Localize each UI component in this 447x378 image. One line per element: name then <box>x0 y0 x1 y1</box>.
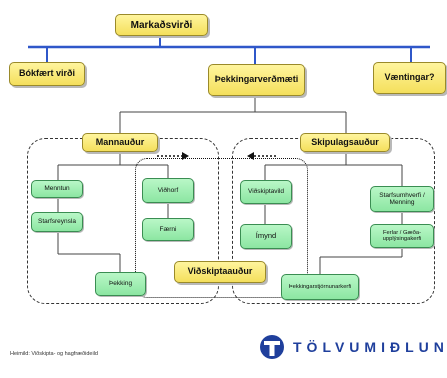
knowledge-value-node: Þekkingarverðmæti <box>208 64 305 96</box>
logo-text: TÖLVUMIÐLUN <box>293 339 447 355</box>
education-node: Menntun <box>31 180 83 198</box>
tolvumidlun-logo-icon <box>260 335 284 359</box>
knowledge-node: Þekking <box>95 272 146 296</box>
experience-node: Starfsreynsla <box>31 212 83 232</box>
skill-node: Færni <box>142 218 194 241</box>
human-capital-node: Mannauður <box>82 133 158 152</box>
structural-capital-node: Skipulagsauður <box>300 133 390 152</box>
knowledge-systems-node: Þekkingarstjórnunarkerfi <box>281 274 359 300</box>
processes-node: Ferlar / Gæða-upplýsingakerfi <box>370 224 434 248</box>
customer-capital-node: Viðskiptaauður <box>174 261 266 283</box>
customer-capital-group <box>135 158 308 298</box>
expectations-node: Væntingar? <box>373 62 446 94</box>
work-environment-node: Starfsumhverfi / Menning <box>370 186 434 212</box>
root-node: Markaðsvirði <box>115 14 208 36</box>
book-value-node: Bókfært virði <box>9 62 85 86</box>
image-node: Ímynd <box>240 224 292 249</box>
attitude-node: Viðhorf <box>142 178 194 203</box>
customer-relations-node: Viðskiptavild <box>240 180 292 204</box>
source-note: Heimild: Viðskipta- og hagfræðideild <box>10 351 98 357</box>
